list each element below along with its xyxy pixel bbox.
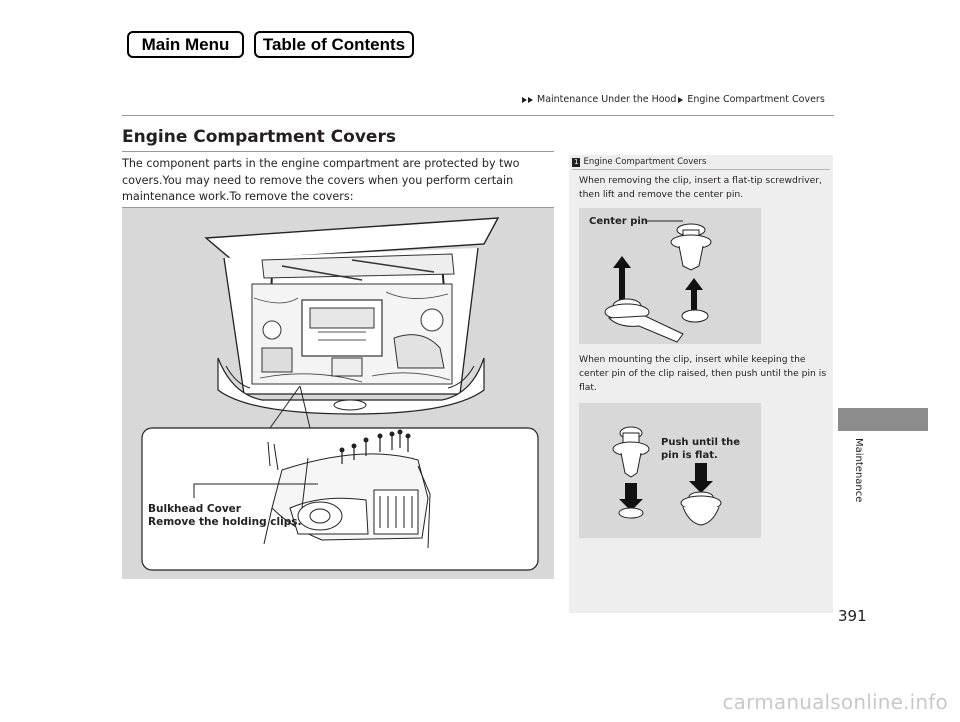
push-until-label-line2: pin is flat. — [661, 450, 718, 461]
title-divider — [122, 151, 554, 152]
breadcrumb-arrow-icon — [678, 96, 684, 103]
intro-paragraph: The component parts in the engine compar… — [122, 157, 520, 203]
watermark: carmanualsonline.info — [722, 690, 948, 714]
page-number: 391 — [838, 607, 867, 625]
clip-removal-illustration: Center pin — [579, 208, 761, 344]
remove-holding-clips-label: Remove the holding clips. — [148, 516, 301, 528]
table-of-contents-button[interactable]: Table of Contents — [254, 31, 414, 58]
push-until-label-line1: Push until the — [661, 437, 740, 448]
breadcrumb-arrow-icon — [522, 96, 534, 103]
sidebar-number-badge: 1 — [572, 157, 581, 167]
engine-bay-drawing: Bulkhead Cover Remove the holding clips. — [141, 217, 539, 571]
bulkhead-cover-label: Bulkhead Cover — [148, 503, 242, 515]
page-title: Engine Compartment Covers — [122, 127, 396, 147]
section-label-maintenance: Maintenance — [853, 438, 864, 503]
breadcrumb-page: Engine Compartment Covers — [687, 94, 825, 105]
mounting-clip-instructions: When mounting the clip, insert while kee… — [579, 354, 827, 393]
clip-mounting-drawing: Push until the pin is flat. — [612, 426, 740, 526]
breadcrumb: Maintenance Under the Hood Engine Compar… — [522, 94, 825, 105]
removing-clip-instructions: When removing the clip, insert a flat-ti… — [579, 175, 822, 200]
engine-compartment-illustration: Bulkhead Cover Remove the holding clips. — [122, 207, 554, 579]
sidebar-heading-text: Engine Compartment Covers — [583, 157, 707, 167]
header-divider — [122, 115, 834, 116]
clip-removal-drawing: Center pin — [589, 216, 712, 343]
center-pin-label: Center pin — [589, 216, 648, 227]
clip-mounting-illustration: Push until the pin is flat. — [579, 403, 761, 538]
sidebar-heading: 1 Engine Compartment Covers — [572, 157, 706, 167]
main-menu-button[interactable]: Main Menu — [127, 31, 244, 58]
section-tab-marker — [838, 408, 928, 431]
breadcrumb-section-link[interactable]: Maintenance Under the Hood — [537, 94, 677, 105]
sidebar-divider — [572, 169, 830, 170]
